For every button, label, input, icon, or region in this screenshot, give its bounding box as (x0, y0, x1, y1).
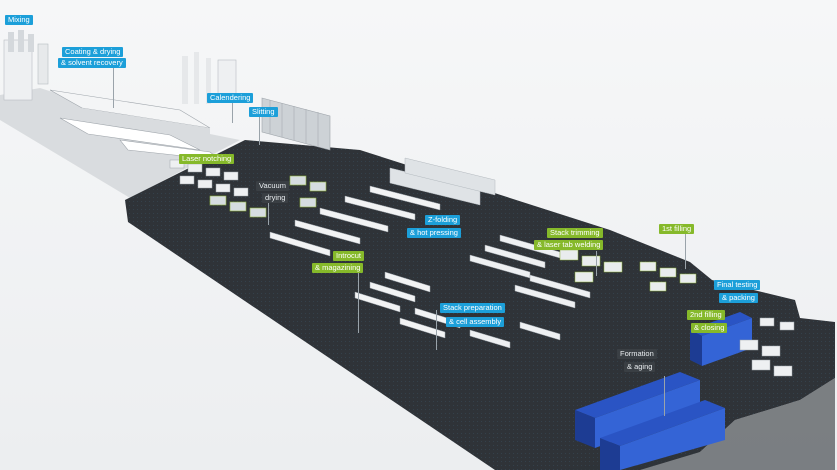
label-final-testing-line2: & packing (719, 293, 758, 303)
label-coating-line1: Coating & drying (62, 47, 124, 57)
label-calendering: Calendering (207, 93, 254, 103)
leader-line-introcut (358, 273, 359, 333)
leader-line-vacuum (268, 203, 269, 225)
label-slitting: Slitting (249, 107, 278, 117)
mixing-area (3, 30, 49, 101)
calendering-machines (182, 52, 237, 104)
tab-welding-machines (559, 249, 623, 283)
label-second-filling-line1: 2nd filling (687, 310, 725, 320)
label-z-folding-line2: & hot pressing (407, 228, 461, 238)
introcut-machines (354, 271, 461, 339)
label-formation-line2: & aging (624, 362, 656, 372)
leader-line-calendering (232, 103, 233, 123)
label-coating-line2: & solvent recovery (58, 58, 126, 68)
leader-line-stack-prep (436, 310, 437, 350)
label-stack-trim-line2: & laser tab welding (534, 240, 604, 250)
label-z-folding-line1: Z-folding (425, 215, 461, 225)
z-folding-lines (269, 185, 441, 257)
label-final-testing-line1: Final testing (714, 280, 761, 290)
stack-assembly-machines (469, 234, 591, 349)
z-folding-racks (389, 157, 496, 206)
label-mixing: Mixing (5, 15, 33, 25)
label-second-filling-line2: & closing (691, 323, 728, 333)
label-introcut-line2: & magazining (312, 263, 364, 273)
leader-line-first-filling (685, 234, 686, 269)
first-filling-machines (639, 261, 697, 292)
label-laser-notching: Laser notching (179, 154, 235, 164)
label-formation-line1: Formation (617, 349, 657, 359)
slitting-racks (261, 97, 331, 151)
electrode-floor-light (0, 88, 240, 198)
label-stack-trim-line1: Stack trimming (547, 228, 603, 238)
laser-notching-machines (169, 159, 249, 197)
label-stack-prep-line1: Stack preparation (440, 303, 505, 313)
leader-line-formation (664, 376, 665, 416)
label-stack-prep-line2: & cell assembly (446, 317, 505, 327)
label-first-filling: 1st filling (659, 224, 695, 234)
leader-line-slitting (259, 117, 260, 145)
label-introcut-line1: Introcut (333, 251, 365, 261)
label-vacuum-line2: drying (262, 193, 289, 203)
leader-line-coating (113, 68, 114, 108)
vacuum-drying-units (209, 175, 327, 218)
formation-aging-racks (575, 312, 752, 470)
leader-line-stack-trim (596, 251, 597, 276)
floor-edge-shade (560, 378, 835, 470)
label-vacuum-line1: Vacuum (256, 181, 289, 191)
final-testing-machines (739, 317, 795, 377)
